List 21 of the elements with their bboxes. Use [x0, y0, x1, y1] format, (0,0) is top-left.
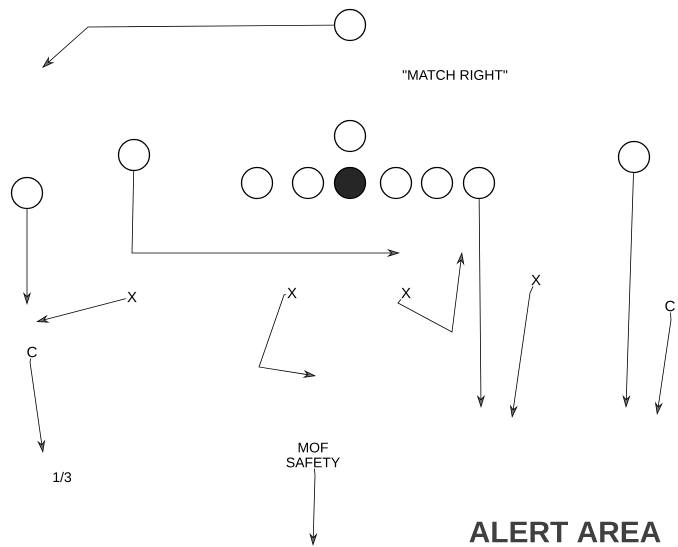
- defender-symbol: X: [287, 288, 297, 298]
- player-circle: [240, 166, 274, 200]
- player-circle: [420, 166, 454, 200]
- player-circle: [462, 166, 496, 200]
- player-circle: [380, 166, 412, 200]
- zone-label: 1/3: [53, 472, 72, 482]
- defender-symbol: C: [665, 300, 675, 312]
- player-circle: [334, 8, 366, 42]
- player-circle: [118, 138, 150, 172]
- player-circle: [334, 166, 366, 200]
- player-circle: [292, 166, 324, 200]
- position-label: MOF SAFETY: [286, 442, 340, 468]
- player-circle: [618, 140, 650, 174]
- formation-note: "MATCH RIGHT": [402, 70, 508, 80]
- defender-symbol: C: [27, 346, 37, 358]
- alert-area-label: ALERT AREA: [469, 522, 660, 542]
- defender-symbol: X: [531, 274, 541, 286]
- defender-symbol: X: [401, 288, 411, 298]
- defender-symbol: X: [127, 292, 137, 302]
- player-circle: [10, 176, 44, 210]
- player-circle: [334, 120, 366, 152]
